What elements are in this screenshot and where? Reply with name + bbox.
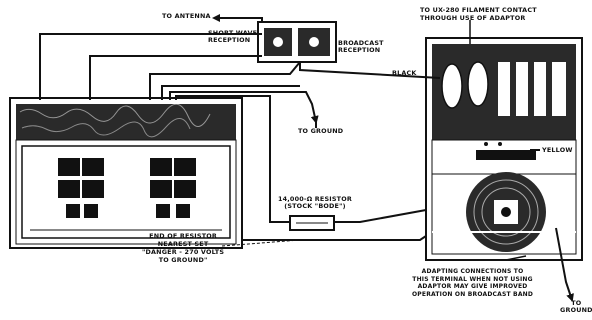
label-black: BLACK xyxy=(392,69,417,77)
label-filament-contact: TO UX-280 FILAMENT CONTACT THROUGH USE O… xyxy=(420,6,537,22)
label-resistor-end-note: END OF RESISTOR NEAREST SET "DANGER - 27… xyxy=(142,232,225,264)
label-to-ground-left: TO GROUND xyxy=(298,127,344,135)
tuning-dial-right xyxy=(150,158,196,218)
tuning-dial-left xyxy=(58,158,104,218)
power-unit xyxy=(425,37,583,261)
label-to-ground-right: TO GROUND xyxy=(560,299,592,314)
label-broadcast-reception: BROADCAST RECEPTION xyxy=(338,39,384,54)
wires xyxy=(39,14,574,302)
resistor xyxy=(289,215,335,231)
label-short-wave-reception: SHORT WAVE RECEPTION xyxy=(208,29,258,44)
loudspeaker xyxy=(466,172,546,252)
label-resistor: 14,000-Ω RESISTOR (STOCK "BODE") xyxy=(278,195,352,210)
label-adaptor-note: ADAPTING CONNECTIONS TO THIS TERMINAL WH… xyxy=(412,268,534,298)
label-to-antenna: TO ANTENNA xyxy=(162,12,211,20)
radio-chassis xyxy=(9,97,243,249)
label-yellow: YELLOW xyxy=(541,146,574,155)
rectifier-tubes xyxy=(441,61,566,116)
selector-switch-box xyxy=(257,21,337,63)
